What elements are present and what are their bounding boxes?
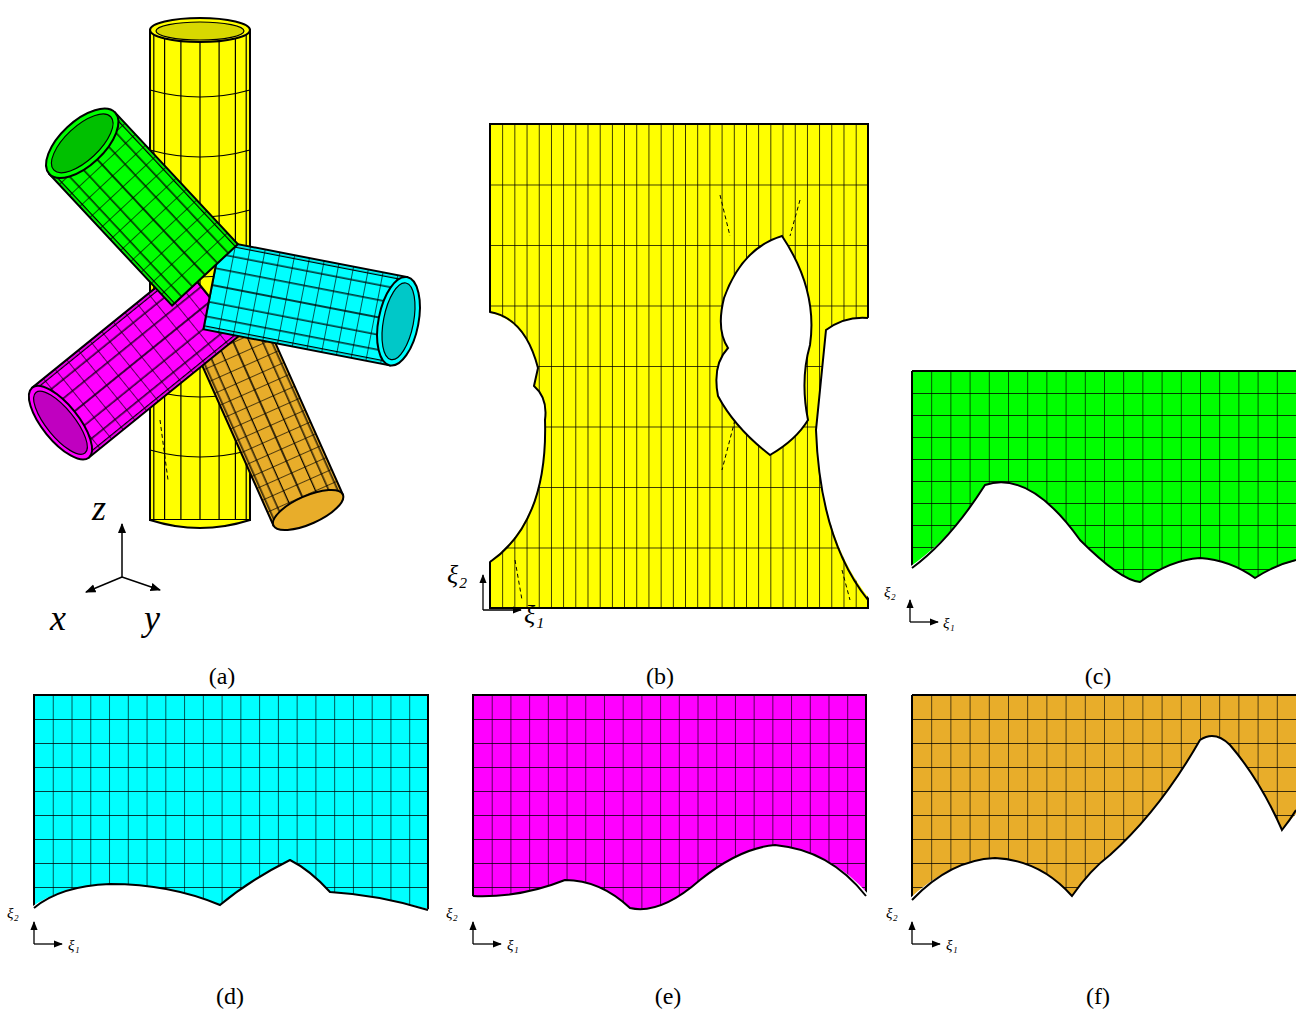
panel-label: (d)	[216, 984, 244, 1008]
axis-label: ξ₂	[7, 906, 19, 921]
axis-label: ξ₂	[886, 906, 898, 921]
axis-label: ξ₁	[68, 938, 80, 953]
yellow-domain	[486, 124, 872, 608]
param-axes	[34, 575, 940, 944]
magenta-tube	[18, 265, 240, 469]
cyan-tube	[203, 241, 426, 369]
cyan-domain	[30, 695, 432, 920]
axes-3d	[86, 524, 160, 592]
panel-label: (a)	[209, 664, 236, 688]
magenta-domain	[469, 695, 870, 920]
axis-label: ξ₂	[884, 585, 896, 600]
axis-label: z	[92, 490, 106, 526]
panel-label: (e)	[655, 984, 682, 1008]
axis-label: x	[50, 600, 66, 636]
green-domain	[908, 371, 1296, 600]
axis-label: ξ₁	[524, 602, 544, 628]
axis-label: ξ₂	[446, 906, 458, 921]
axis-label: ξ₁	[507, 938, 519, 953]
axis-label: ξ₂	[447, 562, 467, 588]
green-tube	[34, 97, 238, 306]
panel-label: (c)	[1085, 664, 1112, 688]
panel-label: (f)	[1086, 984, 1110, 1008]
axis-label: ξ₁	[946, 938, 958, 953]
axis-label: ξ₁	[943, 616, 955, 631]
axis-label: y	[144, 600, 160, 636]
panel-label: (b)	[646, 664, 674, 688]
orange-domain	[908, 695, 1296, 920]
